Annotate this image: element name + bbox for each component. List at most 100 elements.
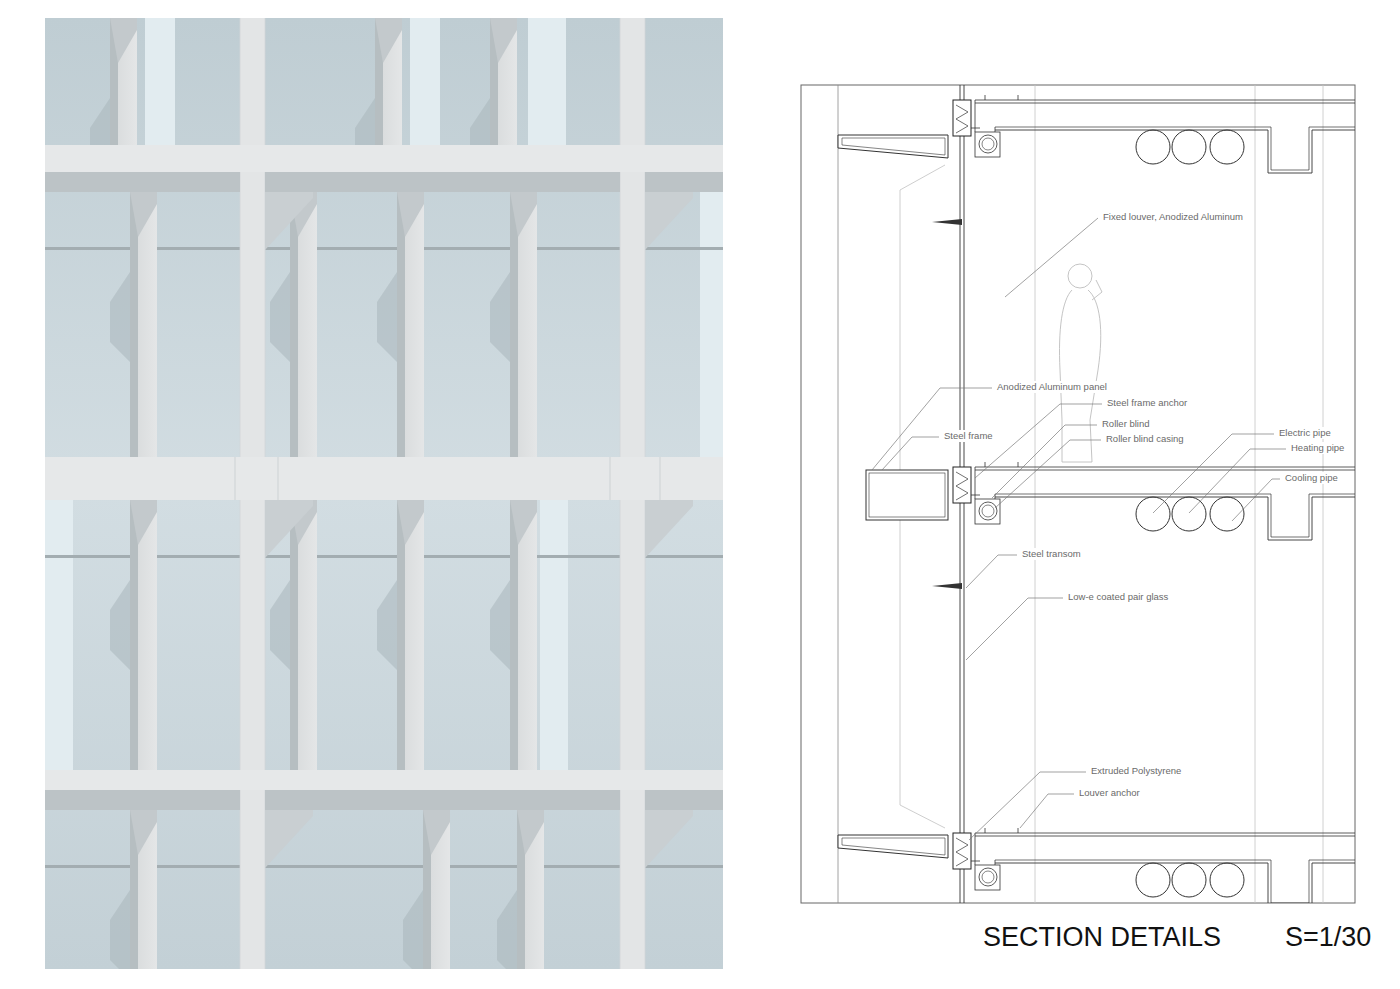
louver-fin-bevel <box>130 192 157 237</box>
part-label: Steel frame anchor <box>1106 397 1188 409</box>
fin-shadow <box>377 580 397 670</box>
part-label: Roller blind <box>1101 418 1151 430</box>
fin-shadow <box>497 890 517 969</box>
anchor-tick <box>971 462 1018 495</box>
pipe <box>1136 863 1170 897</box>
slab-edge <box>975 467 995 499</box>
louver-fin-edge <box>510 500 518 770</box>
label-anchor: Roller blind casing <box>1105 433 1185 445</box>
louver-fin-edge <box>397 192 405 457</box>
louver-fin-bevel <box>110 18 137 63</box>
pipe <box>1136 130 1170 164</box>
mullion-anchor <box>953 467 971 503</box>
facade-elevation <box>45 18 723 969</box>
label-anchor: Extruded Polystyrene <box>1090 765 1182 777</box>
sky-reflection <box>700 192 723 457</box>
roller-blind <box>979 135 997 153</box>
glass-field <box>45 18 723 969</box>
beam-shadow <box>45 172 240 192</box>
beam-shadow <box>265 172 620 192</box>
steel-transom <box>932 583 962 589</box>
roller-blind <box>982 871 994 883</box>
louver-fin <box>290 500 317 770</box>
fin-shadow <box>490 272 510 362</box>
label-anchor: Louver anchor <box>1078 787 1141 799</box>
leader-line <box>882 437 939 470</box>
corner-shadow <box>265 810 313 868</box>
slab-underside <box>995 130 1355 173</box>
beam-shadow <box>645 790 723 810</box>
insulation-hatch <box>956 472 968 500</box>
floor-slab <box>975 467 1355 470</box>
floor-slab <box>975 833 1355 836</box>
leader-line <box>1020 794 1074 828</box>
glass-transom <box>265 555 620 558</box>
label-anchor: Cooling pipe <box>1284 472 1339 484</box>
fin-shadow <box>377 272 397 362</box>
louver-fin-edge <box>290 500 298 770</box>
part-label: Roller blind casing <box>1105 433 1185 445</box>
beam-shadow <box>45 790 240 810</box>
label-anchor: Anodized Aluminum panel <box>996 381 1108 393</box>
leader-line <box>1005 218 1098 297</box>
part-label: Anodized Aluminum panel <box>996 381 1108 393</box>
louver-fin-bevel <box>397 500 424 545</box>
sky-reflection <box>45 500 73 770</box>
louver-fin-bevel <box>130 500 157 545</box>
corner-shadow <box>645 500 693 558</box>
part-label: Low-e coated pair glass <box>1067 591 1169 603</box>
steel-frame-box <box>866 470 948 520</box>
mullion-anchor <box>953 100 971 136</box>
floor-beam <box>45 145 723 172</box>
louver-fin <box>423 810 450 969</box>
title-anchor: SECTION DETAILS <box>983 921 1221 953</box>
pipe <box>1172 130 1206 164</box>
anchor-tick <box>971 828 1018 861</box>
label-anchor: Heating pipe <box>1290 442 1345 454</box>
sky-reflection <box>410 18 440 145</box>
corner-shadow <box>265 500 313 558</box>
part-label: Steel transom <box>1021 548 1082 560</box>
fin-shadow <box>270 580 290 670</box>
louver-fin <box>517 810 544 969</box>
beam-joint <box>235 457 660 500</box>
pipe <box>1172 863 1206 897</box>
pipe <box>1136 497 1170 531</box>
louver-fin <box>130 810 157 969</box>
louver-fin-edge <box>510 192 518 457</box>
roller-blind-casing <box>975 132 1000 157</box>
louver-fin-bevel <box>130 810 157 855</box>
glass-transom <box>645 865 723 868</box>
person-figure <box>1060 280 1103 462</box>
louver-profile <box>838 835 948 858</box>
slab-underside <box>995 863 1355 903</box>
part-label: Fixed louver, Anodized Aluminum <box>1102 211 1244 223</box>
anchor-tick <box>971 95 1018 128</box>
louver-profile <box>838 135 948 158</box>
part-label: Steel frame <box>943 430 994 442</box>
leader-line <box>966 598 1063 660</box>
section-frame <box>801 85 1355 903</box>
fin-shadow <box>403 890 423 969</box>
louver-fin <box>130 192 157 457</box>
beam-shadow <box>645 172 723 192</box>
louver-fin-edge <box>130 500 138 770</box>
roller-blind <box>982 505 994 517</box>
corner-shadow <box>265 192 313 250</box>
slab-underside <box>995 497 1355 540</box>
floor-slab <box>975 100 1355 103</box>
part-label: Extruded Polystyrene <box>1090 765 1182 777</box>
fin-shadow <box>270 272 290 362</box>
louver-fin <box>510 500 537 770</box>
slab-underside <box>995 127 1355 170</box>
part-label: Heating pipe <box>1290 442 1345 454</box>
roller-blind-casing <box>975 499 1000 524</box>
label-anchor: Steel transom <box>1021 548 1082 560</box>
corner-shadow <box>645 810 693 868</box>
pipe <box>1172 497 1206 531</box>
glass-transom <box>265 247 620 250</box>
sky-reflection <box>145 18 175 145</box>
louver-fin <box>397 500 424 770</box>
